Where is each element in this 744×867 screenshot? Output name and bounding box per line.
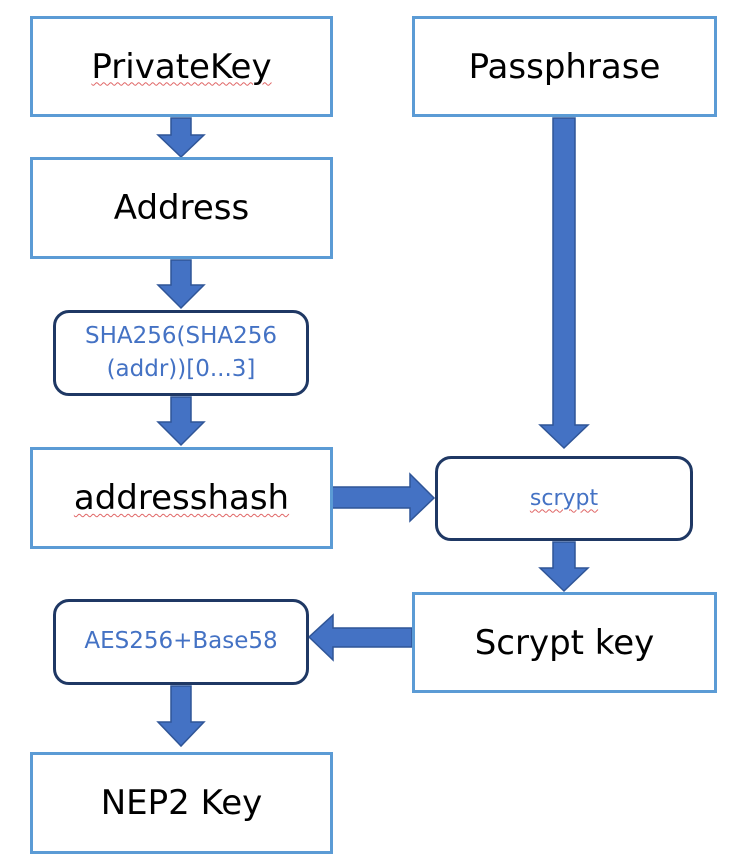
address-label: Address [113,188,250,228]
aes256-base58-box: AES256+Base58 [53,599,309,685]
nep2-key-label: NEP2 Key [100,783,263,823]
nep2-key-box: NEP2 Key [30,752,333,854]
aes256-base58-label: AES256+Base58 [84,628,278,655]
arrow-addresshash-to-scrypt [331,472,436,523]
private-key-box: PrivateKey [30,16,333,117]
arrow-aes-to-nep2 [156,685,206,748]
sha256-label-line1: SHA256(SHA256 [84,322,278,349]
scrypt-label: scrypt [529,485,599,511]
scrypt-key-box: Scrypt key [412,592,717,693]
scrypt-box: scrypt [435,456,693,541]
arrow-scrypt-to-scryptkey [538,541,590,593]
sha256-label-line2: (addr))[0...3] [106,356,256,382]
addresshash-label: addresshash [73,478,290,518]
arrow-sha-to-addresshash [156,396,206,447]
arrow-address-to-sha [156,259,206,310]
addresshash-box: addresshash [30,447,333,549]
passphrase-label: Passphrase [468,46,661,87]
address-box: Address [30,157,333,259]
sha256-box: SHA256(SHA256 (addr))[0...3] [53,310,309,396]
private-key-label: PrivateKey [91,46,272,87]
arrow-passphrase-to-scrypt [538,117,590,450]
passphrase-box: Passphrase [412,16,717,117]
scrypt-key-label: Scrypt key [474,622,655,663]
arrow-privatekey-to-address [156,117,206,159]
arrow-scryptkey-to-aes [307,613,413,662]
